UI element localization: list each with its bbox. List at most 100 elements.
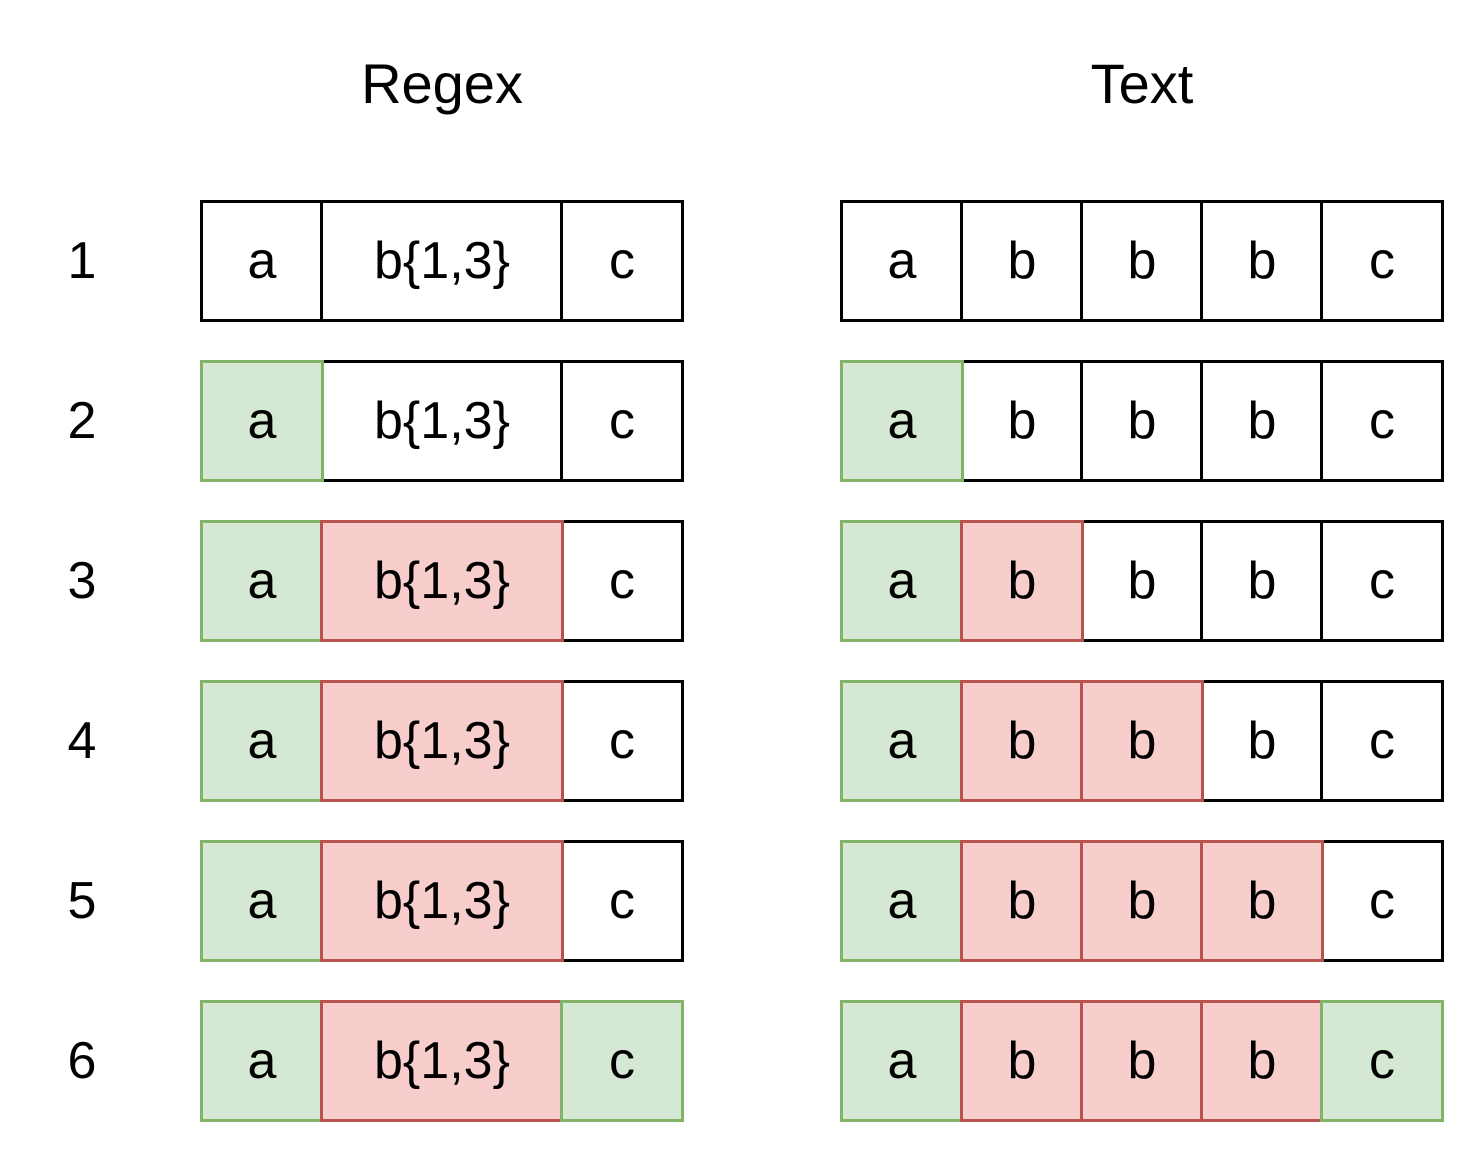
- text-char-cell: b: [1080, 1000, 1204, 1122]
- text-char-cell: a: [840, 200, 964, 322]
- text-char-label: b: [1127, 392, 1157, 450]
- text-char-label: c: [1369, 232, 1395, 290]
- text-char-label: c: [1369, 872, 1395, 930]
- text-char-cell: b: [960, 360, 1084, 482]
- text-char-label: a: [887, 712, 917, 770]
- text-char-label: b: [1127, 232, 1157, 290]
- text-char-cell: a: [840, 680, 964, 802]
- text-char-label: b: [1007, 392, 1037, 450]
- text-char-cell: a: [840, 1000, 964, 1122]
- regex-token-cell: c: [560, 680, 684, 802]
- regex-token-label: b{1,3}: [374, 552, 510, 610]
- text-char-label: a: [887, 552, 917, 610]
- step-number: 2: [67, 392, 97, 450]
- text-char-cell: b: [1080, 200, 1204, 322]
- regex-token-cell: a: [200, 680, 324, 802]
- text-char-label: b: [1247, 232, 1277, 290]
- text-char-label: b: [1247, 872, 1277, 930]
- regex-token-cell: b{1,3}: [320, 200, 564, 322]
- step-number: 1: [67, 232, 97, 290]
- regex-token-label: c: [609, 392, 635, 450]
- regex-token-label: a: [247, 712, 277, 770]
- regex-column-header: Regex: [361, 52, 523, 115]
- text-char-cell: b: [960, 1000, 1084, 1122]
- regex-token-label: b{1,3}: [374, 392, 510, 450]
- text-char-cell: c: [1320, 360, 1444, 482]
- regex-token-cell: b{1,3}: [320, 520, 564, 642]
- text-char-cell: b: [1080, 680, 1204, 802]
- regex-token-label: c: [609, 232, 635, 290]
- regex-token-cell: c: [560, 360, 684, 482]
- text-char-label: b: [1127, 1032, 1157, 1090]
- text-char-label: b: [1127, 872, 1157, 930]
- text-char-cell: c: [1320, 520, 1444, 642]
- regex-token-label: b{1,3}: [374, 872, 510, 930]
- regex-token-cell: c: [560, 200, 684, 322]
- step-number: 6: [67, 1032, 97, 1090]
- text-char-label: b: [1127, 552, 1157, 610]
- text-char-label: b: [1247, 1032, 1277, 1090]
- text-char-cell: b: [960, 840, 1084, 962]
- text-char-cell: c: [1320, 680, 1444, 802]
- text-char-cell: c: [1320, 840, 1444, 962]
- regex-token-cell: a: [200, 1000, 324, 1122]
- text-char-cell: b: [960, 520, 1084, 642]
- regex-token-label: a: [247, 1032, 277, 1090]
- text-char-cell: b: [1200, 520, 1324, 642]
- regex-token-cell: c: [560, 1000, 684, 1122]
- text-char-cell: b: [1200, 360, 1324, 482]
- text-char-cell: b: [1200, 680, 1324, 802]
- text-char-cell: a: [840, 520, 964, 642]
- regex-token-cell: b{1,3}: [320, 360, 564, 482]
- text-char-cell: b: [1080, 520, 1204, 642]
- text-char-label: a: [887, 1032, 917, 1090]
- regex-token-cell: a: [200, 360, 324, 482]
- regex-token-cell: a: [200, 520, 324, 642]
- regex-token-label: a: [247, 872, 277, 930]
- regex-token-label: c: [609, 872, 635, 930]
- text-char-label: a: [887, 232, 917, 290]
- regex-token-cell: c: [560, 520, 684, 642]
- text-char-label: c: [1369, 712, 1395, 770]
- regex-token-label: c: [609, 712, 635, 770]
- text-char-cell: b: [960, 680, 1084, 802]
- regex-token-cell: b{1,3}: [320, 840, 564, 962]
- text-char-label: c: [1369, 392, 1395, 450]
- regex-token-label: c: [609, 1032, 635, 1090]
- regex-token-cell: a: [200, 840, 324, 962]
- text-char-label: c: [1369, 1032, 1395, 1090]
- text-char-label: b: [1247, 392, 1277, 450]
- step-number: 3: [67, 552, 97, 610]
- text-column-header: Text: [1090, 52, 1194, 115]
- regex-token-label: a: [247, 552, 277, 610]
- text-char-label: b: [1007, 872, 1037, 930]
- regex-token-label: a: [247, 232, 277, 290]
- regex-token-cell: b{1,3}: [320, 1000, 564, 1122]
- regex-token-label: b{1,3}: [374, 232, 510, 290]
- regex-token-label: b{1,3}: [374, 712, 510, 770]
- text-char-cell: b: [1200, 840, 1324, 962]
- text-char-cell: b: [960, 200, 1084, 322]
- text-char-label: b: [1127, 712, 1157, 770]
- text-char-label: c: [1369, 552, 1395, 610]
- regex-token-label: b{1,3}: [374, 1032, 510, 1090]
- text-char-label: b: [1247, 712, 1277, 770]
- text-char-label: a: [887, 392, 917, 450]
- regex-token-label: a: [247, 392, 277, 450]
- regex-token-cell: b{1,3}: [320, 680, 564, 802]
- text-char-label: b: [1007, 712, 1037, 770]
- text-char-label: a: [887, 872, 917, 930]
- text-char-cell: a: [840, 840, 964, 962]
- text-char-cell: b: [1200, 200, 1324, 322]
- text-char-cell: b: [1080, 840, 1204, 962]
- text-char-label: b: [1007, 232, 1037, 290]
- step-number: 4: [67, 712, 97, 770]
- text-char-cell: b: [1200, 1000, 1324, 1122]
- text-char-cell: b: [1080, 360, 1204, 482]
- regex-token-label: c: [609, 552, 635, 610]
- text-char-label: b: [1007, 1032, 1037, 1090]
- step-number: 5: [67, 872, 97, 930]
- text-char-cell: c: [1320, 200, 1444, 322]
- text-char-cell: c: [1320, 1000, 1444, 1122]
- regex-token-cell: a: [200, 200, 324, 322]
